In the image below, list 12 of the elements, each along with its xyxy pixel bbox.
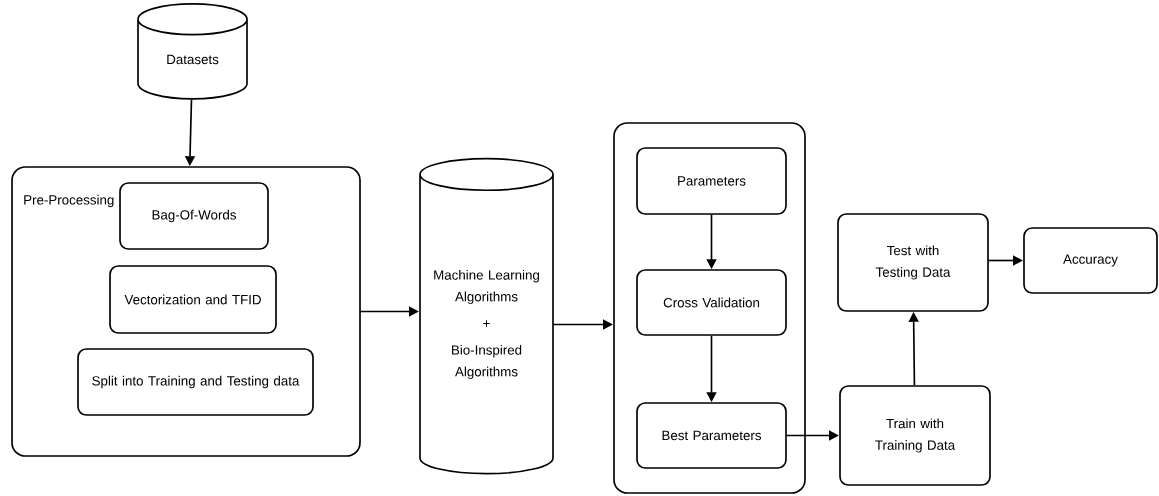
process-box: Cross Validation — [636, 269, 787, 336]
process-box: Vectorization and TFID — [109, 265, 277, 334]
group-box — [613, 122, 806, 494]
process-box: Parameters — [636, 147, 787, 215]
process-box: Best Parameters — [636, 402, 787, 469]
process-box: Split into Training and Testing data — [77, 348, 314, 416]
database-cylinder: Machine Learning Algorithms + Bio-Inspired Algorithms — [419, 157, 554, 475]
process-box: Test with Testing Data — [837, 213, 989, 312]
database-cylinder: Datasets — [137, 3, 248, 100]
process-box: Accuracy — [1023, 227, 1158, 294]
process-box: Bag-Of-Words — [119, 182, 269, 250]
process-box: Train with Training Data — [839, 385, 991, 486]
